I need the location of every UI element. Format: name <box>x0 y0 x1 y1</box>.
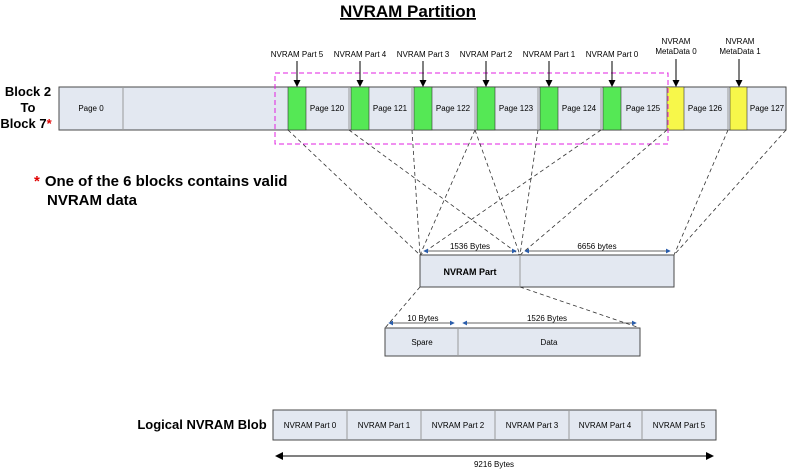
page123-label: Page 123 <box>499 104 534 113</box>
page124-label: Page 124 <box>562 104 597 113</box>
expansion-lines <box>287 129 787 256</box>
part2-strip <box>476 86 496 131</box>
expansion-line <box>419 129 476 256</box>
expansion-line <box>474 129 521 256</box>
marker-metadata0-line1: NVRAM <box>662 37 691 46</box>
marker-part3: NVRAM Part 3 <box>397 50 450 59</box>
marker-part5: NVRAM Part 5 <box>271 50 324 59</box>
part1-strip <box>539 86 559 131</box>
part3-strip <box>413 86 433 131</box>
part5-strip <box>287 86 307 131</box>
blob-cell-part3: NVRAM Part 3 <box>506 421 559 430</box>
blob-cell-part4: NVRAM Part 4 <box>579 421 632 430</box>
expansion-line <box>519 129 668 256</box>
block-label-line1: Block 2 <box>5 84 51 99</box>
dim-1526-label: 1526 Bytes <box>527 314 567 323</box>
nvram-parts-highlight <box>274 72 669 145</box>
spare-data-rect <box>384 327 641 357</box>
dim-1536-label: 1536 Bytes <box>450 242 490 251</box>
part4-strip <box>350 86 370 131</box>
page120-label: Page 120 <box>310 104 345 113</box>
marker-part0: NVRAM Part 0 <box>586 50 639 59</box>
metadata1-strip <box>729 86 748 131</box>
page121-label: Page 121 <box>373 104 408 113</box>
nvram-part-box: 1536 Bytes 6656 bytes NVRAM Part <box>419 242 675 288</box>
page127-label: Page 127 <box>750 104 785 113</box>
block-label: Block 2 To Block 7* <box>0 84 52 131</box>
blob-size-label: 9216 Bytes <box>474 460 514 469</box>
page125-label: Page 125 <box>626 104 661 113</box>
logical-nvram-blob: Logical NVRAM Blob NVRAM Part 0 NVRAM Pa… <box>137 409 717 469</box>
note-line2: NVRAM data <box>47 192 138 209</box>
expansion-line <box>519 129 539 256</box>
nvram-part-rect <box>419 254 675 288</box>
expansion-line <box>287 129 421 256</box>
part-markers: NVRAM Part 5 NVRAM Part 4 NVRAM Part 3 N… <box>271 37 761 87</box>
blob-cell-part0: NVRAM Part 0 <box>284 421 337 430</box>
marker-part1: NVRAM Part 1 <box>523 50 576 59</box>
metadata0-strip <box>666 86 685 131</box>
dim-10-label: 10 Bytes <box>407 314 438 323</box>
nvram-part-label: NVRAM Part <box>443 267 496 277</box>
blob-cell-part1: NVRAM Part 1 <box>358 421 411 430</box>
dim-6656-label: 6656 bytes <box>577 242 616 251</box>
expansion-line <box>673 129 729 256</box>
page122-label: Page 122 <box>436 104 471 113</box>
note-line1: *One of the 6 blocks contains valid <box>34 173 287 190</box>
marker-metadata1-line2: MetaData 1 <box>719 47 761 56</box>
part0-strip <box>602 86 622 131</box>
page-title: NVRAM Partition <box>340 2 476 21</box>
expansion-line <box>419 129 602 256</box>
page126-label: Page 126 <box>688 104 723 113</box>
page0-label: Page 0 <box>78 104 104 113</box>
expansion-line <box>673 129 787 256</box>
spare-label: Spare <box>411 338 433 347</box>
blob-cell-part5: NVRAM Part 5 <box>653 421 706 430</box>
expansion-line <box>348 129 521 256</box>
expansion-line <box>411 129 421 256</box>
block-label-line2: To <box>21 100 36 115</box>
marker-part2: NVRAM Part 2 <box>460 50 513 59</box>
marker-metadata1-line1: NVRAM <box>726 37 755 46</box>
blob-label: Logical NVRAM Blob <box>137 417 266 432</box>
valid-block-note: *One of the 6 blocks contains valid NVRA… <box>34 173 287 209</box>
marker-part4: NVRAM Part 4 <box>334 50 387 59</box>
block-strip: Page 0 Page 120 Page 121 Page 122 Page 1… <box>58 86 787 131</box>
spare-data-box: 10 Bytes 1526 Bytes Spare Data <box>384 314 641 357</box>
block-label-line3: Block 7* <box>0 116 52 131</box>
blob-cell-part2: NVRAM Part 2 <box>432 421 485 430</box>
data-label: Data <box>541 338 558 347</box>
marker-metadata0-line2: MetaData 0 <box>655 47 697 56</box>
